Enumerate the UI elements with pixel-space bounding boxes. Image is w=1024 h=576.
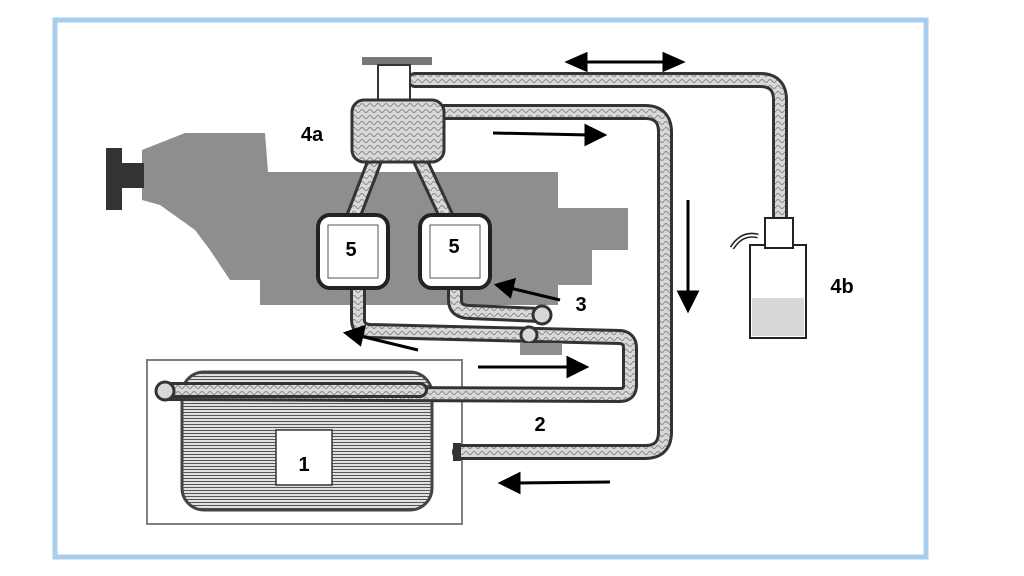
arrow-right-lower	[478, 355, 590, 379]
overflow-bottle	[729, 217, 807, 339]
arrow-thermostat	[493, 277, 561, 302]
arrow-left-bottom	[497, 471, 611, 495]
thermostat	[154, 304, 562, 461]
cylinder-right	[418, 213, 492, 290]
label-header-tank: 4a	[301, 124, 324, 146]
label-overflow-bottle: 4b	[830, 276, 853, 298]
radiator	[146, 359, 463, 525]
cylinder-left	[316, 213, 390, 290]
label-radiator: 1	[298, 454, 309, 476]
radiator-outline	[146, 359, 463, 525]
flow-arrows	[342, 51, 700, 495]
label-thermostat: 3	[575, 294, 586, 316]
label-cylinder-right: 5	[448, 236, 459, 258]
arrow-right-upper	[492, 123, 608, 147]
label-hose: 2	[534, 414, 545, 436]
arrow-down-right	[676, 200, 700, 314]
header-tank	[350, 57, 446, 164]
label-cylinder-left: 5	[345, 239, 356, 261]
arrow-left-mid	[342, 324, 419, 352]
hoses	[157, 72, 788, 460]
radiator-label-box	[275, 429, 333, 486]
arrow-double-top	[564, 51, 686, 73]
